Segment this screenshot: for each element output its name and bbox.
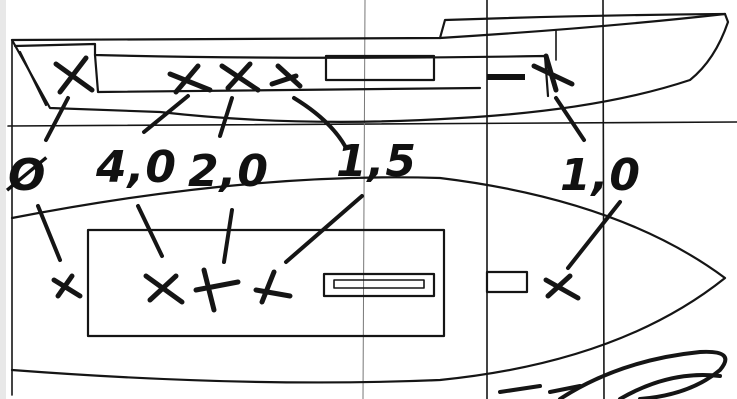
label-1-5: 1,5	[336, 136, 417, 187]
side-view-window	[324, 54, 436, 82]
top-view-cockpit	[86, 228, 446, 338]
side-view-hatch	[487, 74, 525, 80]
top-view-markers	[51, 267, 581, 313]
label-0: Ø	[5, 150, 48, 201]
top-view-hull	[10, 176, 727, 384]
top-view-hatch-inner	[333, 279, 425, 289]
label-2-0: 2,0	[188, 146, 269, 197]
label-4-0: 4,0	[95, 142, 177, 193]
connector-lines	[36, 94, 622, 270]
side-view-hull	[10, 12, 730, 123]
corner-scribble	[498, 349, 728, 399]
top-view-hatch-outer	[322, 272, 436, 298]
side-view-markers	[53, 53, 575, 95]
label-1-0: 1,0	[560, 150, 641, 201]
value-labels: Ø 4,0 2,0 1,5 1,0	[5, 136, 641, 201]
top-view-small-hatch	[485, 270, 529, 294]
paper-left-edge	[0, 0, 6, 399]
